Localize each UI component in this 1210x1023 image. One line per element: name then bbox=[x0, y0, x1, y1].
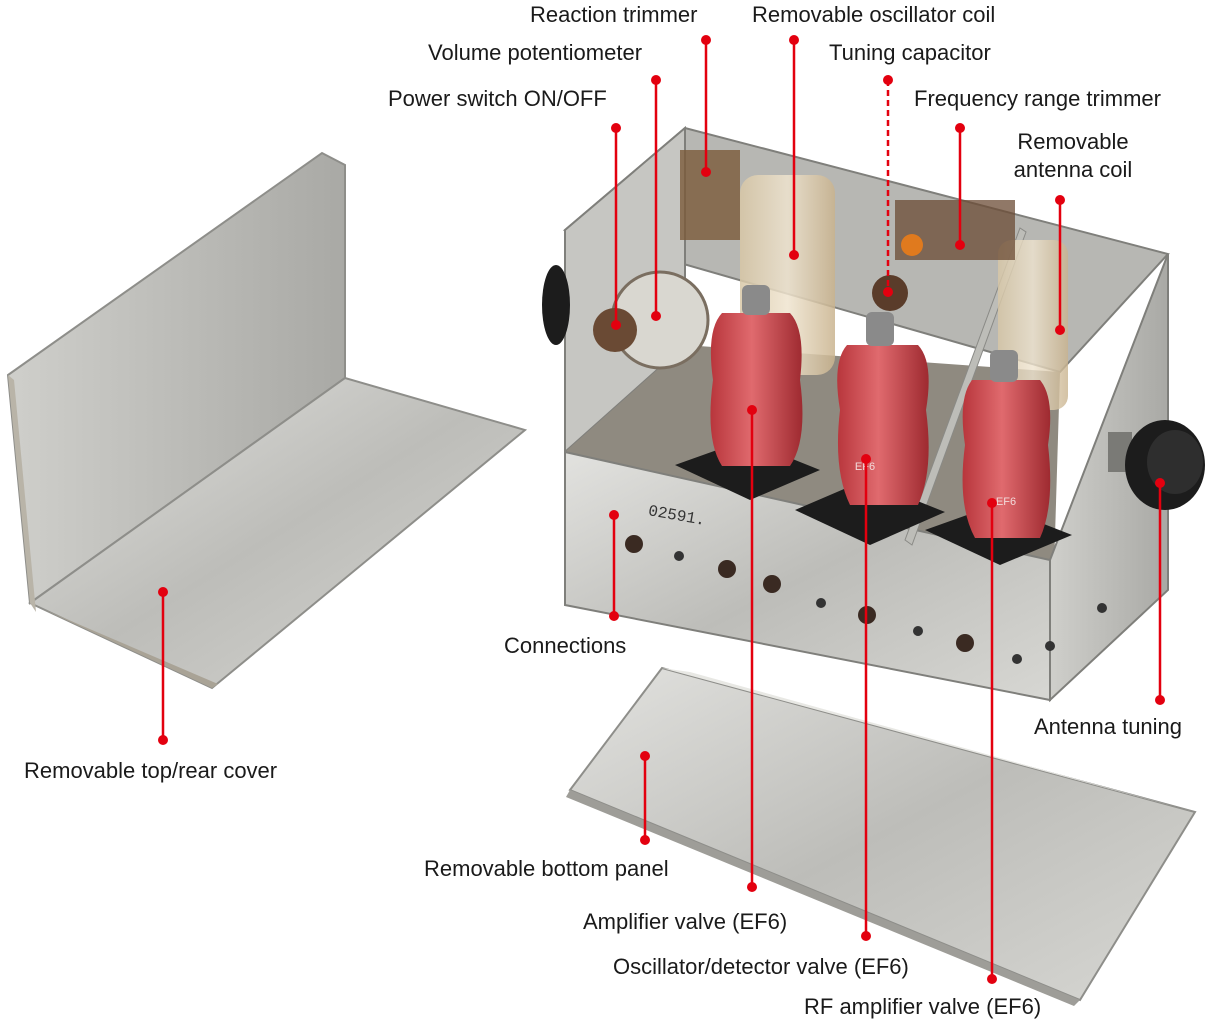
label-antenna-tuning: Antenna tuning bbox=[1034, 714, 1183, 739]
label-removable-oscillator-coil: Removable oscillator coil bbox=[752, 2, 996, 27]
label-removable-bottom-panel: Removable bottom panel bbox=[424, 856, 669, 881]
label-connections: Connections bbox=[504, 633, 627, 658]
label-frequency-range-trimmer: Frequency range trimmer bbox=[914, 86, 1161, 111]
label-rf-amplifier-valve: RF amplifier valve (EF6) bbox=[804, 994, 1042, 1019]
label-removable-top-rear-cover: Removable top/rear cover bbox=[24, 758, 278, 783]
label-oscillator-detector-valve: Oscillator/detector valve (EF6) bbox=[613, 954, 909, 979]
label-amplifier-valve: Amplifier valve (EF6) bbox=[583, 909, 788, 934]
label-power-switch: Power switch ON/OFF bbox=[388, 86, 607, 111]
knobs-shape bbox=[542, 265, 1205, 510]
label-tuning-capacitor: Tuning capacitor bbox=[829, 40, 991, 65]
leader-dots bbox=[158, 35, 1165, 984]
valves-shape: EF6 EF6 bbox=[675, 285, 1072, 565]
label-removable-antenna-coil-line1: Removable bbox=[1017, 129, 1129, 154]
top-rear-cover-shape bbox=[6, 151, 528, 690]
label-removable-antenna-coil-line2: antenna coil bbox=[1013, 157, 1133, 182]
label-volume-potentiometer: Volume potentiometer bbox=[428, 40, 643, 65]
potentiometer-shape bbox=[593, 150, 1015, 370]
label-removable-antenna-coil: Removable antenna coil bbox=[1008, 128, 1138, 184]
label-reaction-trimmer: Reaction trimmer bbox=[530, 2, 698, 27]
leader-lines bbox=[161, 40, 1162, 979]
valve-type-mark-2: EF6 bbox=[996, 496, 1016, 508]
bottom-panel-shape bbox=[566, 666, 1197, 1006]
